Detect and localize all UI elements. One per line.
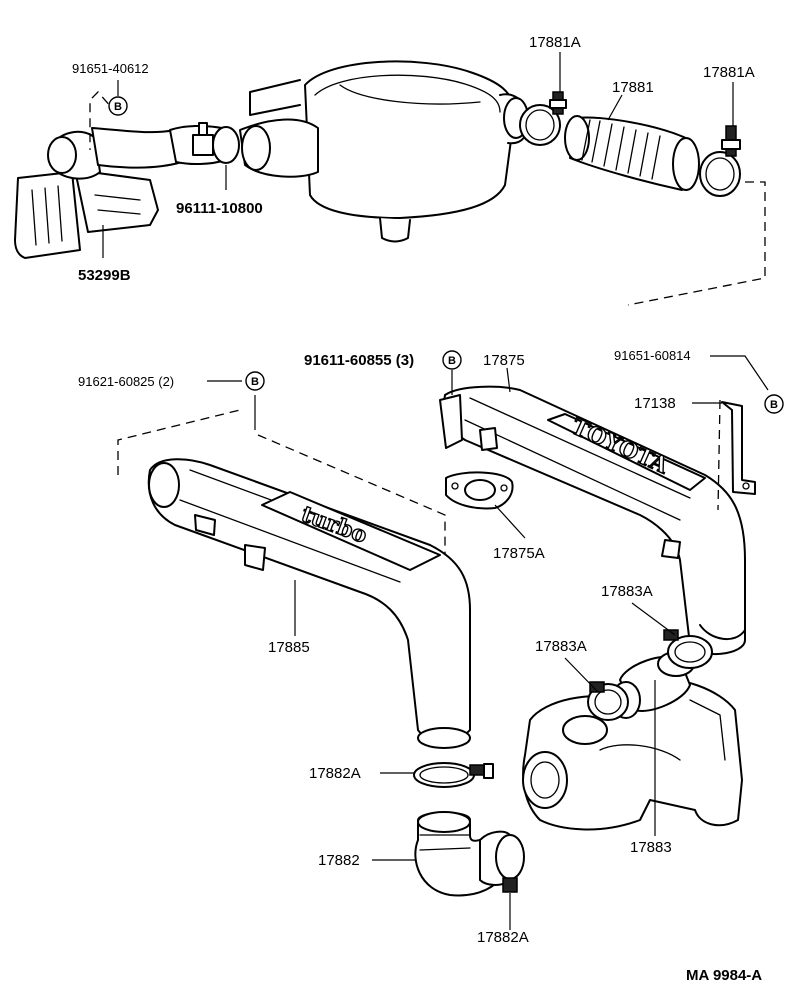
- svg-text:B: B: [770, 399, 778, 411]
- label-17883A-lower: 17883A: [535, 638, 587, 655]
- dashed-guide-left: [117, 409, 241, 475]
- air-cleaner-case: [239, 60, 530, 243]
- label-17875: 17875: [483, 352, 525, 369]
- clamp-17883A-upper: [663, 629, 713, 669]
- label-17881: 17881: [612, 79, 654, 96]
- dashed-guide-right: [717, 399, 721, 511]
- gasket: [445, 471, 514, 510]
- label-96111-10800: 96111-10800: [176, 200, 263, 217]
- label-17882: 17882: [318, 852, 360, 869]
- badge-b-2: B: [442, 350, 462, 370]
- label-91651-60814: 91651-60814: [614, 348, 691, 363]
- label-17881A-right: 17881A: [703, 64, 755, 81]
- reference-code: MA 9984-A: [686, 967, 762, 984]
- label-91621-60825: 91621-60825 (2): [78, 374, 174, 389]
- turbo-intake-duct: turbo: [147, 458, 471, 749]
- dashed-guide-b1: [89, 91, 119, 150]
- label-17883: 17883: [630, 839, 672, 856]
- label-17885: 17885: [268, 639, 310, 656]
- hose-clamp-right: [699, 125, 741, 197]
- air-flow-meter: [14, 122, 240, 259]
- clamp-17882A-upper: [413, 762, 494, 788]
- label-17882A-lower: 17882A: [477, 929, 529, 946]
- clamp-17883A-lower: [587, 681, 629, 721]
- dashed-guide-top: [627, 181, 766, 306]
- label-17138: 17138: [634, 395, 676, 412]
- label-17881A-left: 17881A: [529, 34, 581, 51]
- air-cleaner-hose: [564, 115, 700, 191]
- hose-clamp-left: [519, 91, 567, 146]
- label-17883A-upper: 17883A: [601, 583, 653, 600]
- label-17875A: 17875A: [493, 545, 545, 562]
- badge-b-4: B: [764, 394, 784, 414]
- label-53299B: 53299B: [78, 267, 131, 284]
- svg-text:B: B: [114, 101, 122, 113]
- label-91651-40612: 91651-40612: [72, 61, 149, 76]
- label-17882A-upper: 17882A: [309, 765, 361, 782]
- intercooler: TOYOTA: [439, 385, 746, 656]
- elbow-hose: [414, 811, 525, 897]
- badge-b-1: B: [108, 96, 128, 116]
- turbocharger: [522, 678, 743, 831]
- svg-text:B: B: [448, 355, 456, 367]
- badge-b-3: B: [245, 371, 265, 391]
- label-91611-60855: 91611-60855 (3): [304, 352, 414, 369]
- dashed-guide-left2: [257, 434, 446, 555]
- svg-text:B: B: [251, 376, 259, 388]
- intercooler-bracket: [721, 401, 756, 495]
- leader-lines: [102, 52, 769, 930]
